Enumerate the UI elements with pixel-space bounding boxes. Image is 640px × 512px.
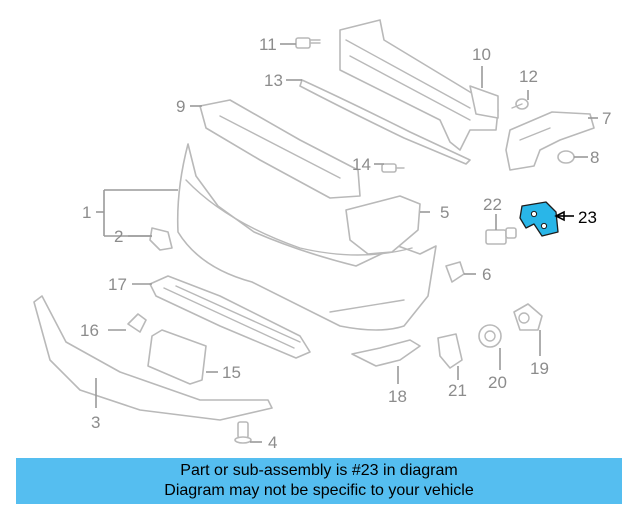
- info-banner: Part or sub-assembly is #23 in diagram D…: [16, 458, 622, 504]
- callout-9: 9: [176, 97, 185, 116]
- callout-2: 2: [114, 227, 123, 246]
- part-20-ring: [478, 324, 502, 348]
- part-21-bracket: [437, 333, 463, 369]
- callout-5: 5: [440, 203, 449, 222]
- part-1-bumper-cover: [176, 143, 437, 331]
- leader-lines: [95, 43, 598, 443]
- callout-6: 6: [482, 265, 491, 284]
- callout-8: 8: [590, 148, 599, 167]
- banner-line-2: Diagram may not be specific to your vehi…: [164, 482, 474, 499]
- part-19-sensor: [513, 303, 543, 331]
- callout-3: 3: [91, 413, 100, 432]
- callout-7: 7: [602, 109, 611, 128]
- callout-17: 17: [108, 275, 127, 294]
- part-3-spoiler: [33, 295, 273, 421]
- part-16-clip: [127, 313, 147, 333]
- callout-10: 10: [472, 45, 491, 64]
- callout-4: 4: [268, 433, 277, 452]
- callout-11: 11: [259, 35, 277, 54]
- callout-13: 13: [264, 71, 283, 90]
- part-18-trim: [351, 339, 421, 367]
- callout-14: 14: [352, 155, 371, 174]
- part-13-trim-strip: [299, 79, 471, 165]
- callout-1: 1: [82, 203, 91, 222]
- part-7-bracket: [505, 111, 595, 171]
- callout-18: 18: [388, 387, 407, 406]
- part-23-bracket: [519, 201, 559, 237]
- callout-16: 16: [80, 321, 99, 340]
- part-8-nut: [557, 150, 575, 164]
- callout-20: 20: [488, 373, 507, 392]
- part-5-side-bracket: [345, 195, 421, 255]
- part-11-bolt: [295, 37, 321, 49]
- part-22-sensor: [485, 227, 517, 245]
- part-9-absorber: [199, 99, 361, 199]
- part-17-grille: [149, 275, 311, 359]
- callout-22: 22: [483, 195, 502, 214]
- part-14-screw: [381, 163, 405, 173]
- parts-diagram: 11 10 13 12 9 7 8 14 1 2 5 22 23 6 17 16…: [33, 19, 611, 452]
- callout-21: 21: [448, 381, 467, 400]
- part-15-plate-bracket: [147, 329, 207, 385]
- callouts: 11 10 13 12 9 7 8 14 1 2 5 22 23 6 17 16…: [80, 35, 611, 452]
- callout-12: 12: [519, 67, 538, 86]
- part-6-plug: [445, 261, 465, 283]
- callout-23: 23: [578, 208, 597, 227]
- part-10-reinforcement: [339, 19, 499, 151]
- part-4-bolt: [234, 421, 252, 444]
- part-2-clip: [149, 227, 173, 251]
- callout-19: 19: [530, 359, 549, 378]
- callout-15: 15: [222, 363, 241, 382]
- part-12-stud: [511, 98, 529, 110]
- banner-line-1: Part or sub-assembly is #23 in diagram: [180, 462, 458, 479]
